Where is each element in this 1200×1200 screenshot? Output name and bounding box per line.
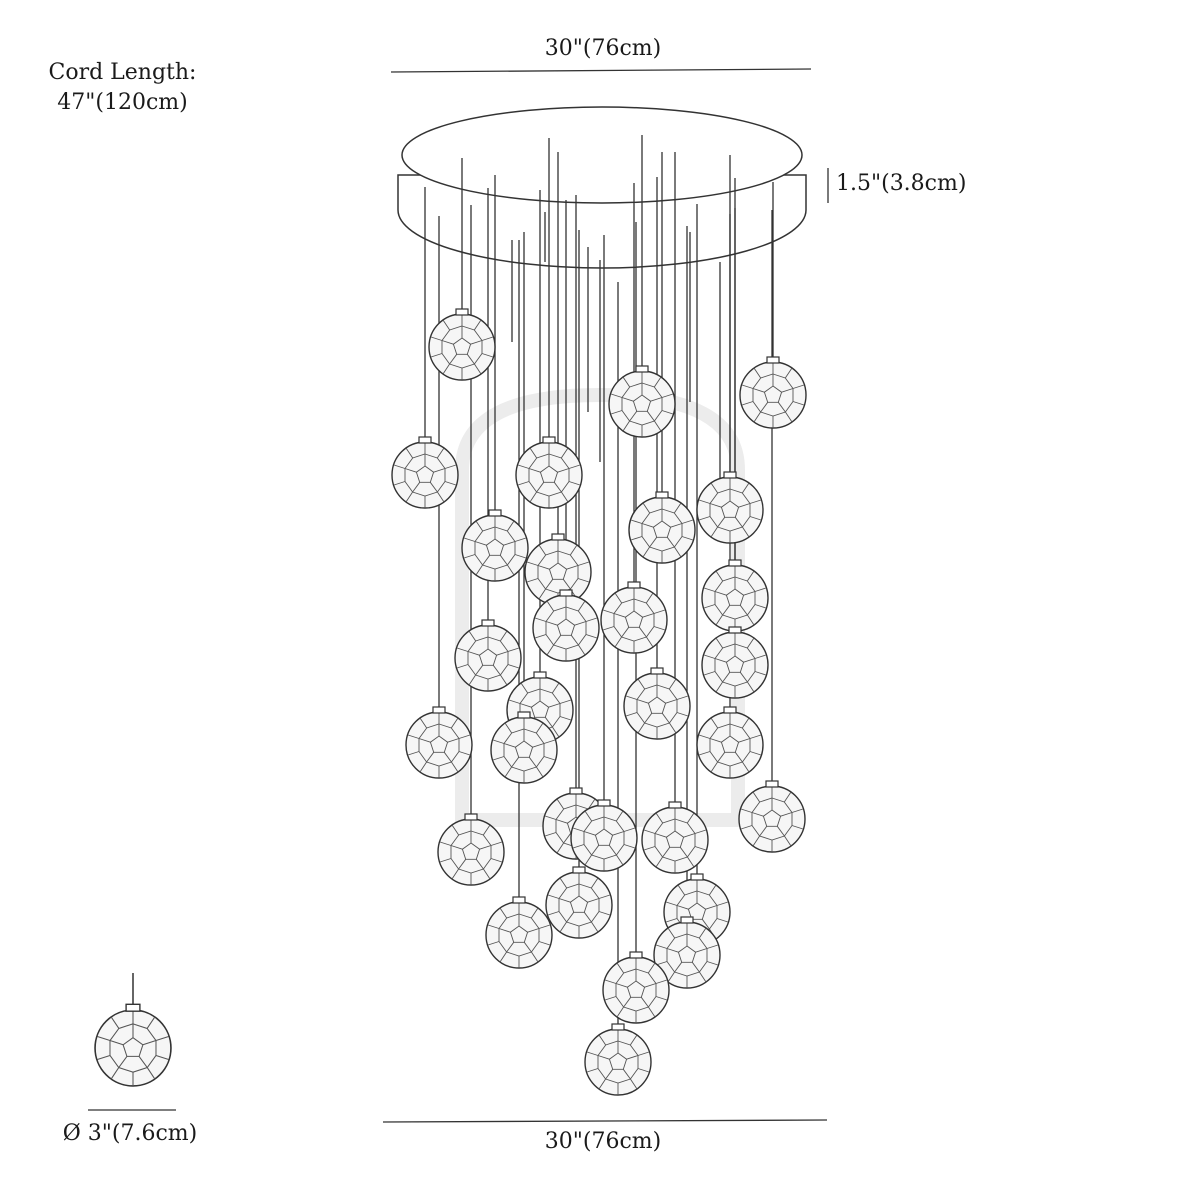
pendant-shade xyxy=(702,627,768,698)
pendant-shade xyxy=(739,781,805,852)
pendant-shade xyxy=(525,534,591,605)
pendant-shade xyxy=(642,802,708,873)
shade-diameter-label: Ø 3"(7.6cm) xyxy=(62,1121,198,1146)
pendant-shade xyxy=(486,897,552,968)
pendant-shade xyxy=(585,1024,651,1095)
bottom-width-label: 30"(76cm) xyxy=(544,1129,662,1154)
cord-length-value: 47"(120cm) xyxy=(57,90,188,115)
pendant-shade xyxy=(462,510,528,581)
pendant-shade xyxy=(702,560,768,631)
pendant-shade xyxy=(740,357,806,428)
canopy xyxy=(397,106,807,269)
pendant-shade xyxy=(697,707,763,778)
cord-length-label-block: Cord Length: 47"(120cm) xyxy=(40,58,205,118)
bottom-width-dimension-line xyxy=(382,1119,828,1123)
top-width-label: 30"(76cm) xyxy=(544,36,662,61)
pendant-shade xyxy=(629,492,695,563)
pendant-shade xyxy=(392,437,458,508)
pendant-shade xyxy=(609,366,675,437)
single-pendant-detail xyxy=(95,973,171,1086)
top-width-dimension-line xyxy=(390,68,812,73)
canopy-height-label: 1.5"(3.8cm) xyxy=(836,171,967,196)
pendants-group xyxy=(392,135,806,1095)
pendant-shade xyxy=(697,472,763,543)
cord-length-title: Cord Length: xyxy=(48,60,197,85)
pendant-shade xyxy=(516,437,582,508)
pendant-shade xyxy=(624,668,690,739)
pendant-shade xyxy=(546,867,612,938)
